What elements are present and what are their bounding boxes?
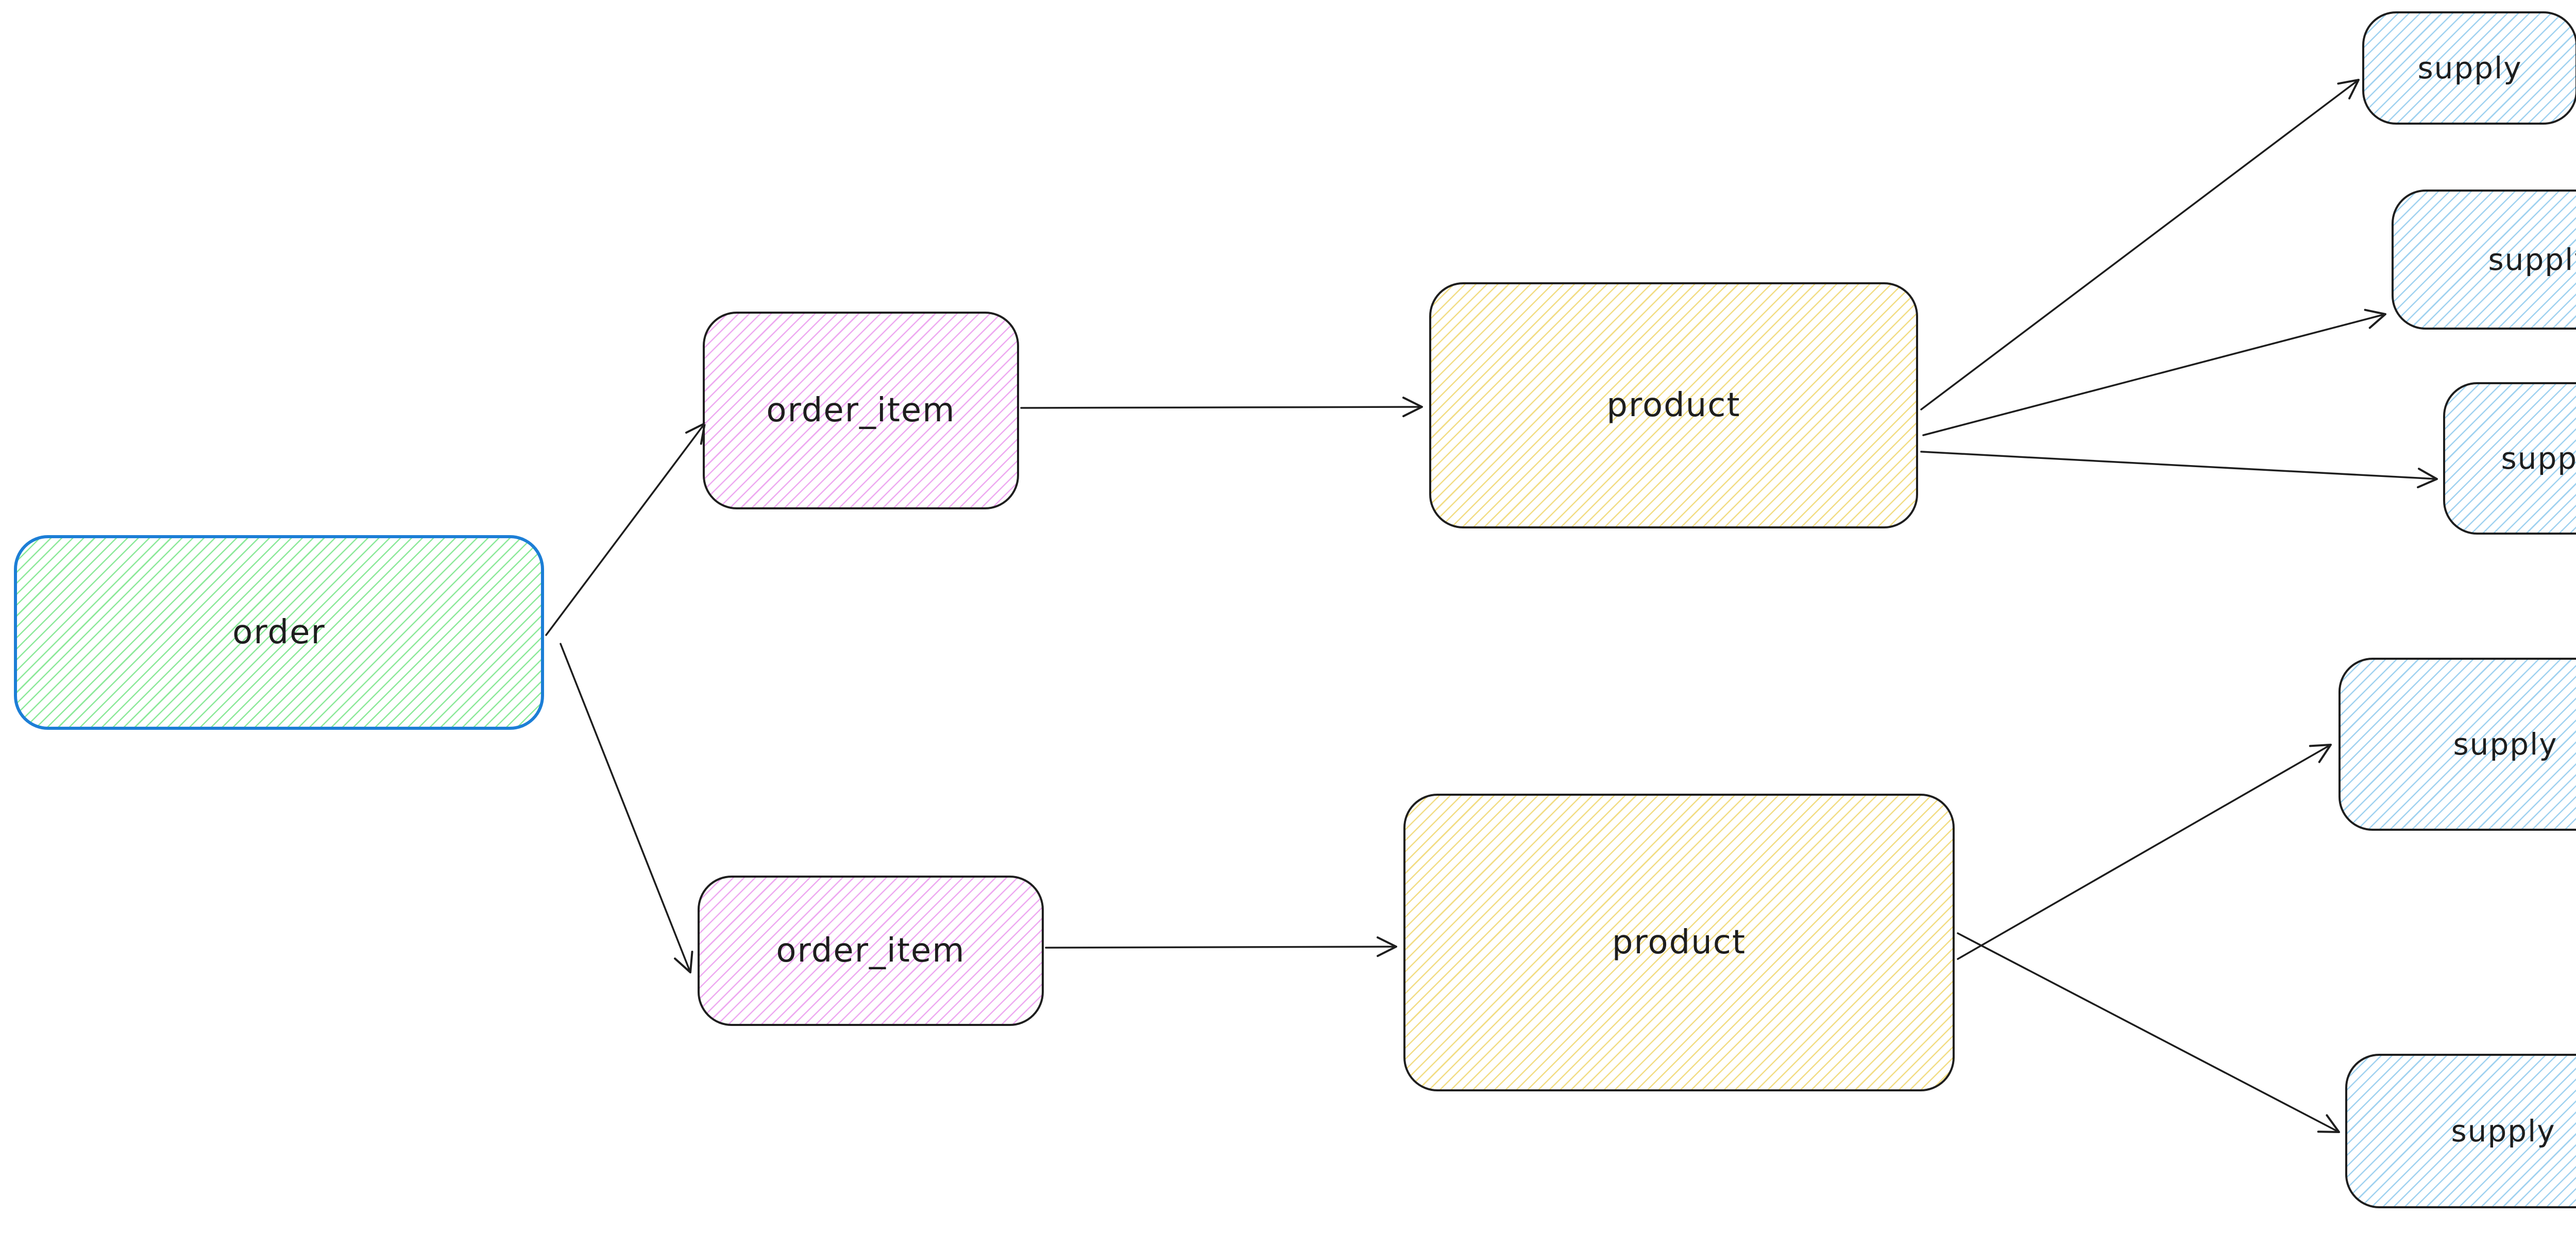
node-order-item-bottom-label: order_item	[776, 932, 965, 970]
edge-product-bottom-to-supply-4	[1957, 744, 2332, 960]
node-supply-1-label: supply	[2417, 50, 2522, 85]
edge-product-bottom-to-supply-5	[1957, 932, 2340, 1133]
node-supply-4[interactable]: supply	[2338, 658, 2576, 831]
node-supply-3[interactable]: supply	[2443, 382, 2576, 535]
node-order-item-top-label: order_item	[766, 391, 956, 430]
node-product-bottom[interactable]: product	[1403, 794, 1955, 1091]
node-order-label: order	[232, 613, 326, 652]
edge-order-item-bottom-to-product-bottom	[1045, 936, 1397, 957]
edge-product-top-to-supply-3	[1920, 451, 2438, 489]
node-order-item-top[interactable]: order_item	[703, 312, 1019, 509]
node-supply-1[interactable]: supply	[2362, 11, 2576, 125]
edge-order-to-order-item-bottom	[560, 643, 693, 973]
edge-product-top-to-supply-2	[1922, 309, 2386, 436]
node-supply-2[interactable]: supply	[2392, 190, 2576, 330]
node-supply-4-label: supply	[2453, 727, 2558, 762]
node-supply-5[interactable]: supply	[2345, 1054, 2576, 1208]
node-supply-5-label: supply	[2451, 1114, 2556, 1149]
edge-order-to-order-item-top	[545, 422, 706, 636]
node-product-top[interactable]: product	[1429, 282, 1918, 528]
node-order[interactable]: order	[14, 535, 544, 730]
node-supply-3-label: supply	[2501, 441, 2576, 476]
node-product-bottom-label: product	[1612, 923, 1747, 962]
node-order-item-bottom[interactable]: order_item	[698, 876, 1044, 1026]
node-supply-2-label: supply	[2488, 242, 2576, 277]
node-product-top-label: product	[1606, 386, 1741, 424]
edge-product-top-to-supply-1	[1920, 79, 2360, 410]
edge-order-item-top-to-product-top	[1020, 397, 1423, 418]
